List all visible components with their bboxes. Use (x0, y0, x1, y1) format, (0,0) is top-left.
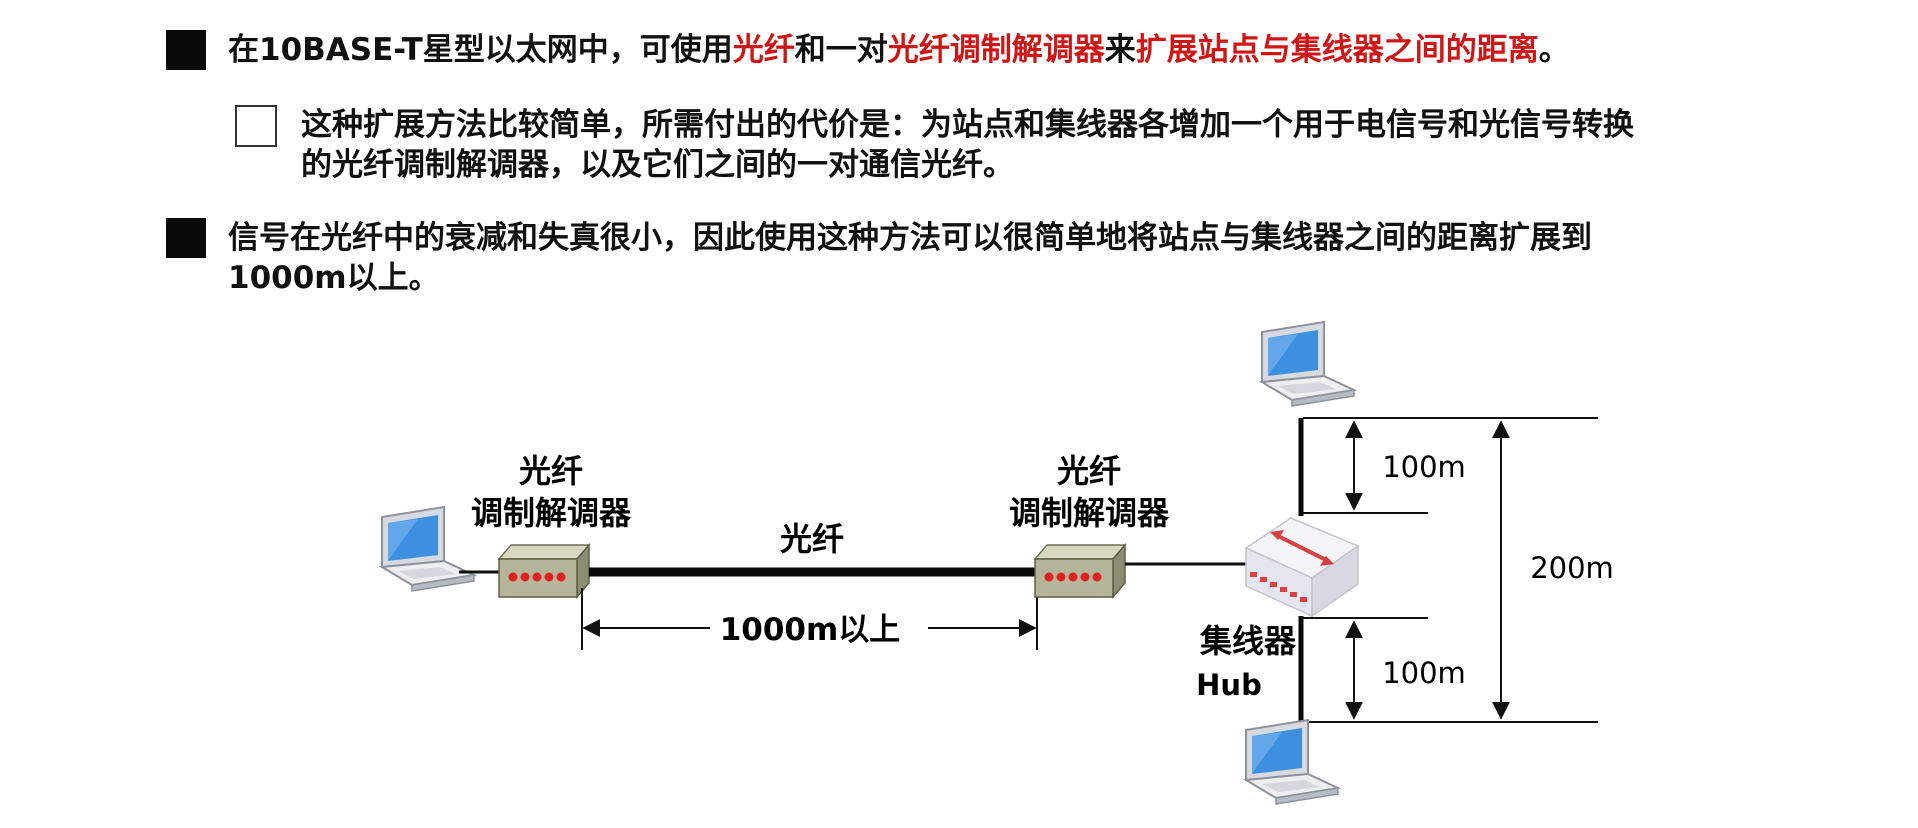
bullet-2: 这种扩展方法比较简单，所需付出的代价是：为站点和集线器各增加一个用于电信号和光信… (235, 105, 1634, 185)
lower-length-label: 100m (1382, 656, 1466, 690)
bullet-1-part-2: 和一对 (794, 32, 888, 68)
bullet-1-part-4: 。 (1538, 32, 1570, 68)
upper-length-label: 100m (1382, 450, 1466, 484)
total-length-label: 200m (1530, 551, 1614, 585)
left-modem-icon (498, 544, 590, 598)
bullet-3: 信号在光纤中的衰减和失真很小，因此使用这种方法可以很简单地将站点与集线器之间的距… (166, 218, 1592, 298)
bullet-1-highlight-modem: 光纤调制解调器 (887, 32, 1105, 68)
bullet-3-marker (166, 218, 206, 258)
right-modem-label-2: 调制解调器 (1009, 494, 1170, 532)
bottom-right-laptop-icon (1245, 719, 1339, 805)
bullet-2-marker (235, 105, 277, 147)
bullet-3-line-2: 1000m以上。 (228, 260, 440, 296)
bullet-1-text: 在10BASE-T星型以太网中，可使用光纤和一对光纤调制解调器来扩展站点与集线器… (228, 30, 1570, 70)
bullet-1: 在10BASE-T星型以太网中，可使用光纤和一对光纤调制解调器来扩展站点与集线器… (166, 30, 1570, 70)
bullet-2-line-1: 这种扩展方法比较简单，所需付出的代价是：为站点和集线器各增加一个用于电信号和光信… (301, 107, 1634, 143)
bullet-1-highlight-fiber: 光纤 (732, 32, 795, 68)
bullet-3-text: 信号在光纤中的衰减和失真很小，因此使用这种方法可以很简单地将站点与集线器之间的距… (228, 218, 1592, 298)
left-modem-label-1: 光纤 (519, 452, 583, 490)
left-modem-label-2: 调制解调器 (471, 494, 632, 532)
top-right-laptop-icon (1261, 321, 1355, 407)
bullet-2-line-2: 的光纤调制解调器，以及它们之间的一对通信光纤。 (301, 147, 1014, 183)
distance-label: 1000m以上 (720, 612, 901, 648)
right-modem-label-1: 光纤 (1057, 452, 1121, 490)
left-laptop-icon (381, 506, 475, 592)
bullet-1-marker (166, 30, 206, 70)
bullet-2-text: 这种扩展方法比较简单，所需付出的代价是：为站点和集线器各增加一个用于电信号和光信… (301, 105, 1634, 185)
fiber-label: 光纤 (780, 520, 844, 558)
bullet-1-highlight-extend: 扩展站点与集线器之间的距离 (1135, 32, 1539, 68)
bullet-1-part-3: 来 (1104, 32, 1136, 68)
right-modem-icon (1034, 544, 1126, 598)
hub-label-cn: 集线器 (1199, 622, 1297, 660)
hub-label-en: Hub (1196, 668, 1262, 702)
bullet-1-part-1: 在10BASE-T星型以太网中，可使用 (228, 32, 733, 68)
bullet-3-line-1: 信号在光纤中的衰减和失真很小，因此使用这种方法可以很简单地将站点与集线器之间的距… (228, 220, 1592, 256)
hub-icon (1244, 517, 1360, 618)
